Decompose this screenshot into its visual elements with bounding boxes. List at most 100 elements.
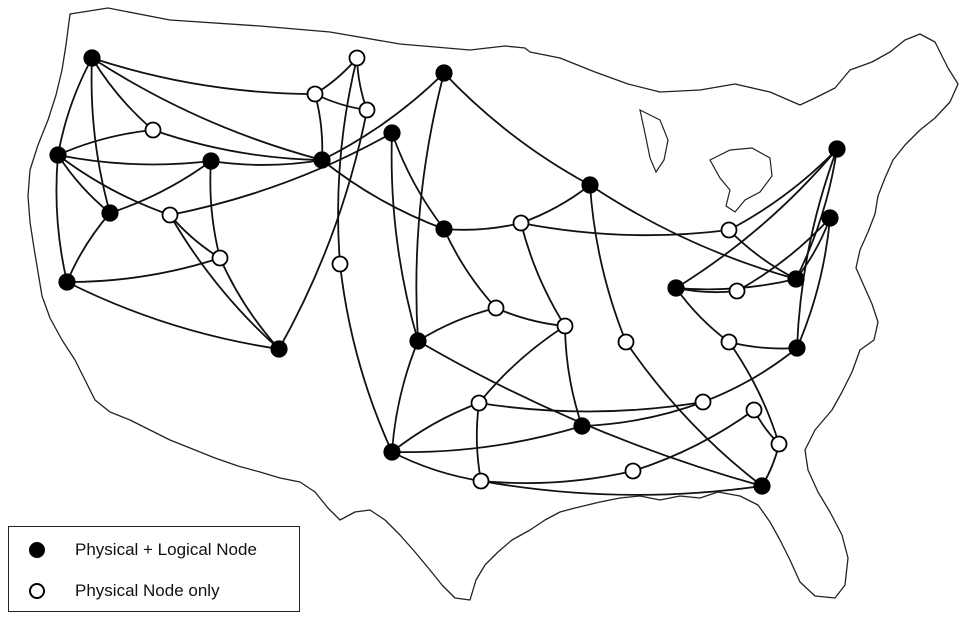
network-link	[391, 340, 419, 453]
physical-only-node	[728, 282, 746, 300]
network-link	[736, 217, 831, 292]
network-link	[391, 451, 482, 482]
legend: Physical + Logical Node Physical Node on…	[8, 526, 300, 612]
network-link	[66, 281, 280, 350]
network-link	[57, 154, 212, 166]
physical-only-node	[358, 101, 376, 119]
network-link	[795, 148, 838, 280]
network-link	[520, 222, 566, 327]
network-link	[520, 184, 591, 224]
physical-only-node	[770, 435, 788, 453]
physical-only-node	[161, 206, 179, 224]
network-link	[520, 222, 730, 237]
legend-label-physical-only: Physical Node only	[75, 581, 220, 600]
lake-michigan-outline	[639, 108, 669, 174]
network-link	[57, 129, 154, 156]
network-link	[625, 341, 763, 487]
network-link	[796, 148, 838, 349]
physical-logical-node	[821, 209, 839, 227]
network-link	[417, 340, 763, 487]
network-link	[66, 257, 221, 283]
physical-only-node	[331, 255, 349, 273]
legend-row-physical-only: Physical Node only	[9, 576, 220, 606]
physical-only-node	[470, 394, 488, 412]
physical-only-node	[348, 49, 366, 67]
physical-only-node	[720, 221, 738, 239]
network-link	[152, 129, 323, 161]
physical-only-node	[694, 393, 712, 411]
legend-label-physical-logical: Physical + Logical Node	[75, 540, 257, 559]
physical-logical-node	[270, 340, 288, 358]
network-link	[675, 287, 730, 343]
physical-only-node	[745, 401, 763, 419]
network-link	[210, 159, 323, 166]
network-link	[337, 57, 358, 265]
network-link	[443, 72, 591, 186]
network-link	[589, 184, 627, 343]
network-link	[417, 307, 497, 342]
physical-logical-node	[435, 64, 453, 82]
network-link	[390, 132, 419, 342]
us-outline	[27, 7, 959, 601]
network-link	[169, 132, 393, 216]
network-link	[675, 148, 838, 289]
physical-only-node	[617, 333, 635, 351]
network-link	[219, 257, 280, 350]
network-link	[391, 425, 583, 454]
hollow-circle-icon	[29, 583, 45, 599]
physical-logical-node	[753, 477, 771, 495]
network-link	[480, 470, 634, 485]
network-link	[278, 109, 368, 350]
network-link	[632, 409, 755, 472]
physical-only-node	[624, 462, 642, 480]
network-link	[443, 228, 497, 309]
network-link	[339, 263, 393, 453]
network-link	[91, 57, 323, 161]
network-link	[55, 154, 68, 283]
network-link	[321, 159, 445, 230]
network-link	[57, 57, 93, 156]
network-nodes	[49, 49, 846, 495]
network-link	[728, 229, 797, 280]
physical-only-node	[720, 333, 738, 351]
physical-logical-node	[667, 279, 685, 297]
physical-logical-node	[101, 204, 119, 222]
physical-logical-node	[83, 49, 101, 67]
network-link	[90, 57, 111, 214]
network-link	[728, 341, 780, 445]
network-link	[589, 184, 797, 280]
network-link	[495, 307, 566, 327]
network-link	[443, 222, 522, 231]
network-link	[728, 341, 798, 350]
network-link	[564, 325, 583, 427]
network-links	[55, 57, 838, 496]
network-link	[728, 148, 838, 231]
physical-only-node	[556, 317, 574, 335]
network-link	[169, 214, 280, 350]
physical-only-node	[487, 299, 505, 317]
physical-only-node	[512, 214, 530, 232]
filled-circle-icon	[29, 542, 45, 558]
physical-logical-node	[58, 273, 76, 291]
physical-logical-node	[409, 332, 427, 350]
network-link	[321, 72, 445, 161]
network-link	[475, 402, 482, 482]
network-link	[478, 325, 566, 404]
network-link	[796, 217, 831, 349]
physical-logical-node	[581, 176, 599, 194]
network-link	[391, 132, 445, 230]
network-link	[391, 402, 480, 453]
physical-only-node	[306, 85, 324, 103]
physical-only-node	[211, 249, 229, 267]
physical-only-node	[472, 472, 490, 490]
physical-logical-node	[383, 443, 401, 461]
network-link	[91, 57, 316, 95]
network-link	[415, 72, 445, 342]
network-link	[66, 212, 111, 283]
network-link	[109, 160, 212, 214]
physical-logical-node	[202, 152, 220, 170]
physical-logical-node	[788, 339, 806, 357]
great-lakes-outline	[709, 147, 773, 213]
